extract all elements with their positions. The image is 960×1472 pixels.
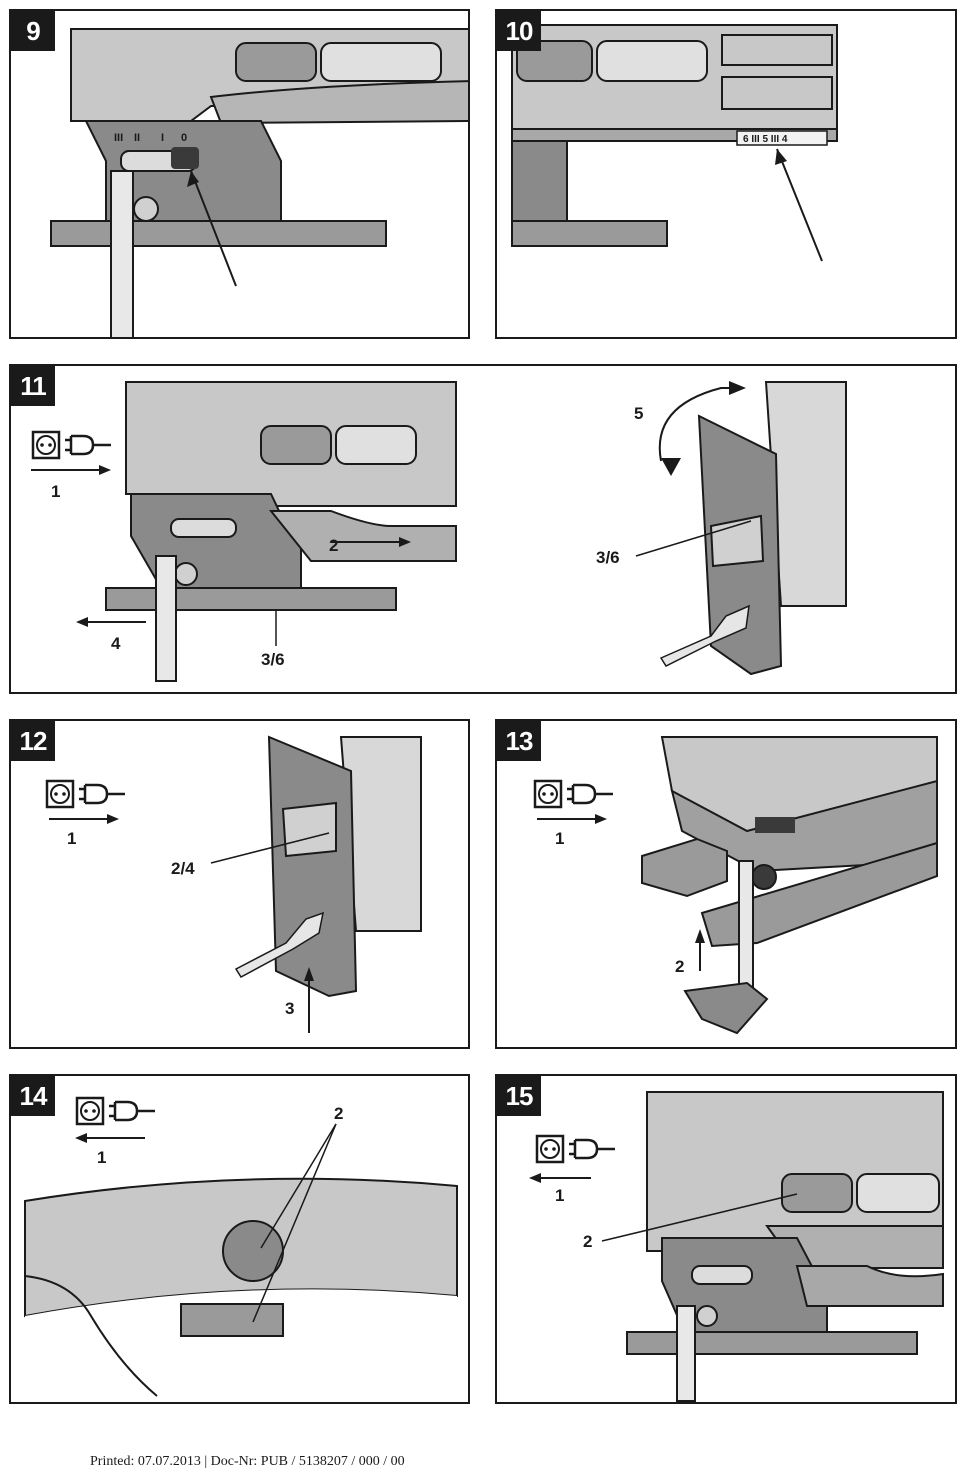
blade-insert-illustration	[210, 735, 422, 1033]
figure-number: 9	[11, 11, 55, 51]
unplug-icon	[535, 1134, 615, 1164]
jigsaw-switch-illustration	[601, 1091, 944, 1402]
unplug-icon	[45, 779, 125, 809]
handle-button-closeup-illustration	[24, 1123, 458, 1397]
step-label-1: 1	[97, 1148, 107, 1167]
unplug-icon	[533, 779, 613, 809]
step-label-4: 4	[111, 634, 121, 653]
stroke-mark-3: III	[114, 132, 123, 144]
step-label-2: 2	[583, 1232, 593, 1251]
step-label-3-6-left: 3/6	[261, 650, 285, 669]
figure-number: 13	[497, 721, 541, 761]
step-label-5: 5	[634, 404, 644, 423]
figure-panel-10: 10 6 III 5 III 4	[495, 9, 957, 339]
jigsaw-stroke-adjust-illustration: III II I 0	[50, 28, 468, 337]
step-label-1: 1	[555, 829, 565, 848]
figure-panel-12: 12 1 2/4 3	[9, 719, 470, 1049]
step-label-3: 3	[285, 999, 295, 1018]
jigsaw-speed-dial-illustration: 6 III 5 III 4	[511, 24, 838, 262]
speed-scale-label: 6 III 5 III 4	[743, 134, 788, 145]
figure-number: 12	[11, 721, 55, 761]
jigsaw-blade-removal-illustration	[76, 381, 847, 682]
figure-number: 11	[11, 366, 55, 406]
figure-panel-9: 9 III II I 0	[9, 9, 470, 339]
figure-panel-11: 11 1 2 4 3/6 5 3/6	[9, 364, 957, 694]
figure-number: 10	[497, 11, 541, 51]
stroke-mark-2: II	[134, 132, 140, 144]
base-plate-guide-illustration	[641, 736, 938, 1035]
step-label-2-4: 2/4	[171, 859, 195, 878]
unplug-icon	[31, 430, 111, 460]
unplug-icon	[75, 1096, 155, 1126]
step-label-3-6-right: 3/6	[596, 548, 620, 567]
stroke-mark-1: I	[161, 132, 164, 144]
step-label-1: 1	[67, 829, 77, 848]
step-label-2: 2	[675, 957, 685, 976]
figure-panel-13: 13 1 2	[495, 719, 957, 1049]
figure-number: 14	[11, 1076, 55, 1116]
print-footer: Printed: 07.07.2013 | Doc-Nr: PUB / 5138…	[90, 1454, 405, 1469]
figure-number: 15	[497, 1076, 541, 1116]
stroke-mark-0: 0	[181, 132, 187, 144]
figure-panel-14: 14 1 2	[9, 1074, 470, 1404]
step-label-2: 2	[334, 1104, 344, 1123]
step-label-1: 1	[51, 482, 61, 501]
step-label-2: 2	[329, 536, 339, 555]
step-label-1: 1	[555, 1186, 565, 1205]
figure-panel-15: 15 1 2	[495, 1074, 957, 1404]
